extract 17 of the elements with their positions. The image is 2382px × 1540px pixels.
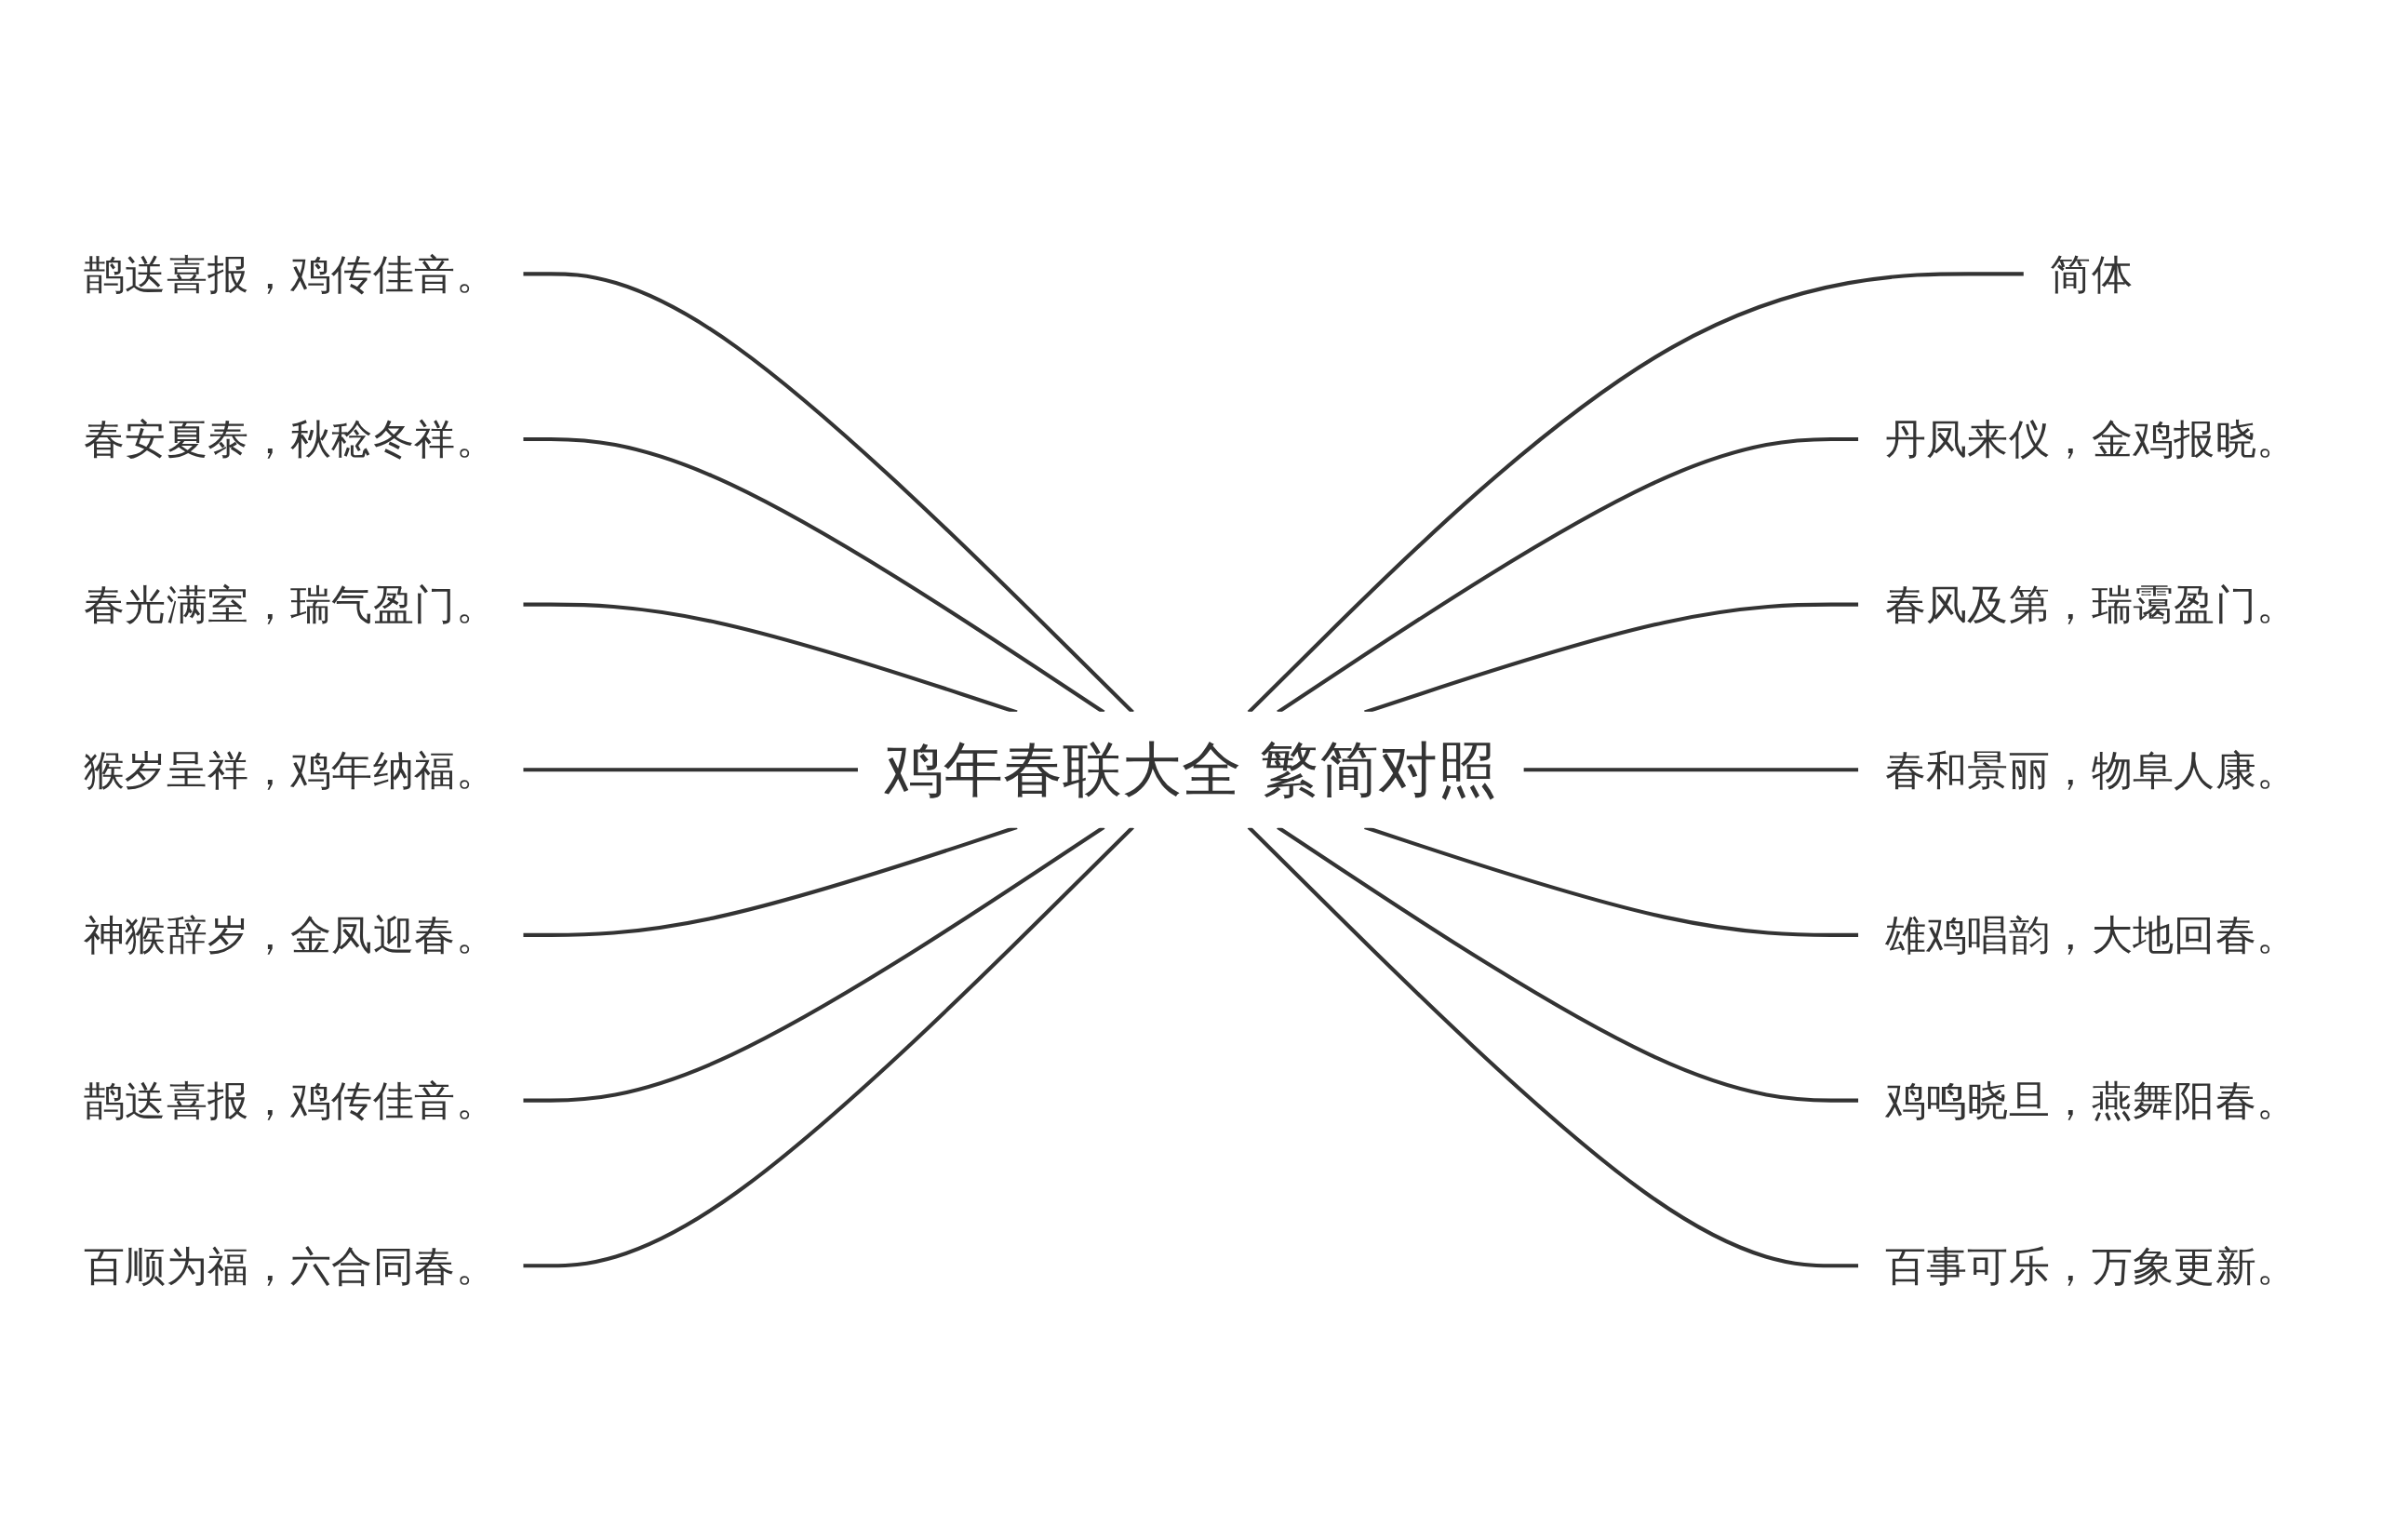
node-text: 丹凤来仪，金鸡报晓。 [1884,414,2298,464]
node-text: 春和景丽，物阜人康。 [1884,745,2298,795]
node-text: 猴岁呈祥，鸡年纳福。 [84,745,498,795]
node-text: 春光满室，瑞气盈门。 [84,580,498,630]
node-text: 神猴辞岁，金凤迎春。 [84,910,498,960]
node-text: 鹊送喜报，鸡传佳音。 [84,1076,498,1126]
node-text: 简体 [2050,249,2134,299]
node-text: 鹊送喜报，鸡传佳音。 [84,249,498,299]
node-text: 百顺为福，六合同春。 [84,1241,498,1291]
node-text: 春风及第，瑞霭盈门。 [1884,580,2298,630]
node-text: 百事可乐，万象更新。 [1884,1241,2298,1291]
node-text: 鸡年春联大全 繁简对照 [884,734,1498,805]
node-text: 雄鸡唱韵，大地回春。 [1884,910,2298,960]
connector [523,768,859,772]
connector [1523,768,1859,772]
node-text: 春安夏泰，秋稔冬祥。 [84,414,498,464]
node-text: 鸡鸣晓旦，燕舞阳春。 [1884,1076,2298,1126]
